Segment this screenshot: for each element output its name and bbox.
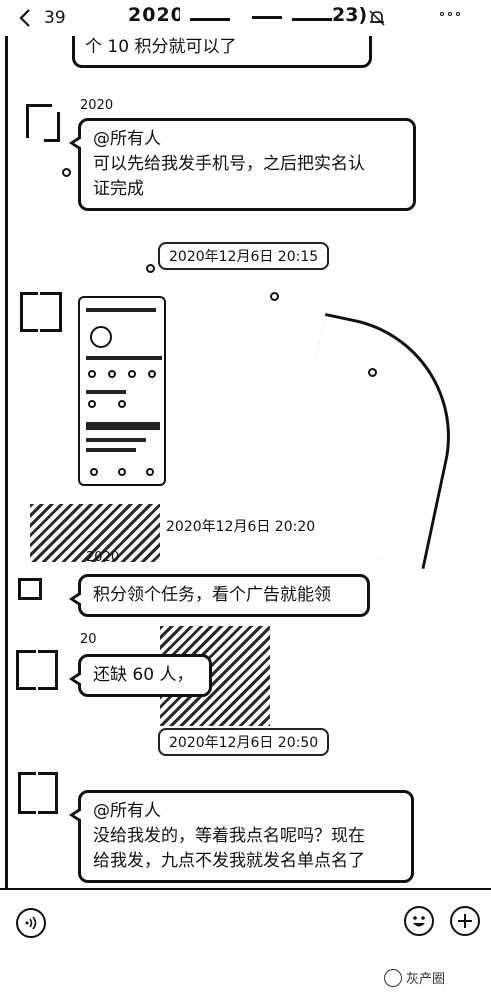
message-bubble[interactable]: @所有人 没给我发的，等着我点名呢吗？现在 给我发，九点不发我就发名单点名了 bbox=[69, 790, 414, 883]
avatar[interactable] bbox=[14, 644, 62, 692]
avatar[interactable] bbox=[14, 566, 62, 614]
chevron-left-icon bbox=[19, 9, 30, 27]
more-options-button[interactable] bbox=[440, 12, 460, 16]
message-text: 证完成 bbox=[93, 179, 144, 199]
timestamp: 2020年12月6日 20:20 bbox=[166, 516, 316, 536]
back-button[interactable]: 39 bbox=[18, 6, 88, 30]
mention-text: @所有人 bbox=[93, 801, 161, 821]
avatar[interactable] bbox=[14, 768, 62, 816]
divider bbox=[5, 36, 8, 888]
chat-header: 39 2020 23) bbox=[0, 0, 491, 36]
decorative-circle bbox=[368, 368, 377, 377]
watermark: 灰产圈 bbox=[384, 968, 445, 987]
mute-bell-icon bbox=[369, 10, 385, 26]
message-text: 给我发，九点不发我就发名单点名了 bbox=[93, 851, 365, 871]
message-bubble[interactable]: @所有人 可以先给我发手机号，之后把实名认 证完成 bbox=[69, 118, 416, 211]
sender-name: 20 bbox=[80, 632, 97, 647]
title-redaction bbox=[180, 6, 345, 30]
watermark-text: 灰产圈 bbox=[406, 972, 446, 987]
more-functions-button[interactable] bbox=[450, 906, 480, 936]
chat-title: 2020 bbox=[128, 4, 185, 26]
timestamp: 2020年12月6日 20:50 bbox=[158, 728, 330, 756]
emoji-icon bbox=[413, 916, 425, 927]
mention-text: @所有人 bbox=[93, 129, 161, 149]
divider bbox=[0, 888, 491, 890]
message-bubble[interactable]: 还缺 60 人， bbox=[69, 654, 212, 697]
decorative-circle bbox=[146, 264, 155, 273]
obscured-region bbox=[30, 504, 160, 562]
voice-input-button[interactable] bbox=[16, 908, 46, 938]
unread-count: 39 bbox=[44, 8, 66, 28]
chat-message-list[interactable]: 个 10 积分就可以了 2020 @所有人 可以先给我发手机号，之后把实名认 证… bbox=[0, 36, 491, 888]
message-text: 积分领个任务，看个广告就能领 bbox=[93, 585, 331, 605]
avatar[interactable] bbox=[18, 288, 66, 336]
timestamp: 2020年12月6日 20:15 bbox=[158, 242, 330, 270]
chat-title-count: 23) bbox=[332, 4, 368, 26]
message-text: 可以先给我发手机号，之后把实名认 bbox=[93, 154, 365, 174]
watermark-logo-icon bbox=[384, 968, 402, 987]
decorative-circle bbox=[62, 168, 71, 177]
image-message-screenshot[interactable] bbox=[78, 296, 166, 486]
input-bar: 灰产圈 bbox=[0, 888, 491, 1000]
emoji-button[interactable] bbox=[404, 906, 434, 936]
sender-name: 2020 bbox=[80, 98, 114, 113]
sender-name: 2020 bbox=[86, 550, 120, 565]
voice-icon bbox=[25, 916, 37, 930]
message-text: 个 10 积分就可以了 bbox=[85, 37, 237, 57]
decorative-circle bbox=[270, 292, 279, 301]
message-bubble[interactable]: 积分领个任务，看个广告就能领 bbox=[69, 574, 370, 617]
message-input[interactable] bbox=[62, 900, 386, 946]
message-bubble-partial[interactable]: 个 10 积分就可以了 bbox=[72, 36, 372, 68]
avatar[interactable] bbox=[22, 98, 70, 146]
plus-icon bbox=[458, 914, 472, 928]
message-text: 还缺 60 人， bbox=[93, 665, 194, 685]
message-text: 没给我发的，等着我点名呢吗？现在 bbox=[93, 826, 365, 846]
